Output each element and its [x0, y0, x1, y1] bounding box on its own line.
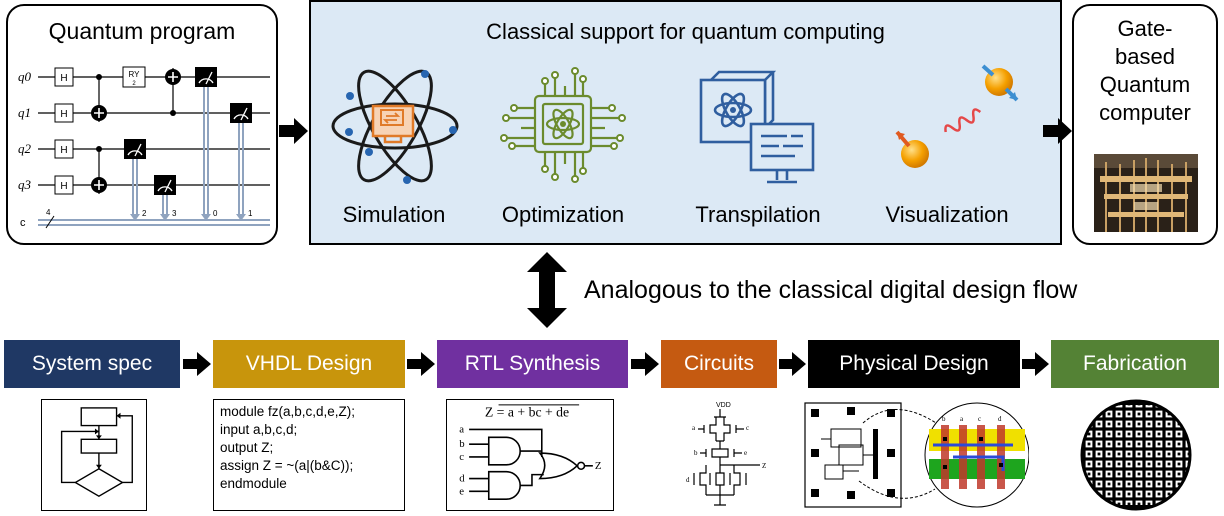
tool-label-visualization: Visualization: [885, 202, 1009, 227]
rtl-input-e: e: [459, 485, 464, 497]
simulation-atom-icon: [331, 69, 459, 184]
ry-gate-param: 2: [132, 81, 136, 87]
vhdl-code-line: output Z;: [220, 440, 274, 455]
qubit-label-q0: q0: [18, 69, 32, 84]
classical-support-title: Classical support for quantum computing: [486, 19, 885, 44]
quantum-computer-title-line2: based: [1115, 44, 1175, 69]
vhdl-code-box: module fz(a,b,c,d,e,Z); input a,b,c,d; o…: [213, 399, 405, 511]
rtl-input-a: a: [459, 423, 464, 435]
rtl-gate-schematic: Z = a + bc + de a b c d e Z: [446, 399, 614, 511]
stage-rtl-synthesis: RTL Synthesis: [437, 340, 628, 388]
qubit-label-q1: q1: [18, 105, 31, 120]
measure-target-0: 2: [142, 209, 147, 218]
h-gate-q0: H: [60, 73, 67, 84]
quantum-circuit: q0 q1 q2 q3 c 4 H H H H RY: [18, 66, 270, 229]
layout-label-d: d: [998, 415, 1002, 423]
measure-target-3: 1: [248, 209, 253, 218]
stage-physical-design: Physical Design: [808, 340, 1020, 388]
visualization-spin-icon: [895, 64, 1019, 168]
measure-target-2: 0: [213, 209, 218, 218]
transpilation-monitor-icon: [699, 70, 815, 184]
measure-target-1: 3: [172, 209, 177, 218]
stage-arrows: [183, 352, 1049, 376]
tool-label-simulation: Simulation: [342, 202, 446, 227]
vhdl-code-line: assign Z = ~(a|(b&C));: [220, 458, 354, 473]
circuit-vdd-label: VDD: [716, 402, 731, 409]
layout-label-a: a: [960, 415, 964, 423]
tool-label-optimization: Optimization: [501, 202, 625, 227]
quantum-computer-title: Gate- based Quantum computer: [1074, 15, 1216, 127]
stage-vhdl-design: VHDL Design: [213, 340, 405, 388]
h-gate-q3: H: [60, 181, 67, 192]
layout-label-c: c: [978, 415, 981, 423]
arrow-support-to-computer-icon: [1043, 118, 1072, 144]
stage-fabrication: Fabrication: [1051, 340, 1219, 388]
circuit-label-b: b: [694, 449, 698, 457]
transistor-schematic: VDD a c b e Z d: [676, 399, 772, 511]
vhdl-code-line: module fz(a,b,c,d,e,Z);: [220, 404, 356, 419]
circuit-label-a: a: [692, 424, 696, 432]
optimization-chip-icon: [500, 67, 626, 183]
stage-system-spec: System spec: [4, 340, 180, 388]
rtl-input-b: b: [459, 438, 464, 450]
fabrication-wafer: [1074, 399, 1198, 511]
analogy-label: Analogous to the classical digital desig…: [584, 276, 1078, 304]
quantum-computer-title-line3: Quantum: [1099, 72, 1191, 97]
classical-register-label: c: [20, 217, 26, 229]
layout-label-b: b: [942, 415, 946, 423]
quantum-computer-panel: Gate- based Quantum computer: [1072, 4, 1218, 245]
physical-layout: b a c d: [803, 399, 1029, 511]
rtl-output-z: Z: [595, 460, 602, 472]
rtl-input-c: c: [459, 451, 464, 463]
rtl-equation: Z = a + bc + de: [485, 405, 569, 420]
circuit-label-c: c: [746, 424, 749, 432]
quantum-computer-photo: [1094, 154, 1198, 232]
double-arrow-icon: [527, 252, 567, 328]
h-gate-q1: H: [60, 109, 67, 120]
quantum-program-title: Quantum program: [48, 18, 236, 44]
qubit-label-q2: q2: [18, 141, 32, 156]
h-gate-q2: H: [60, 145, 67, 156]
classical-support-panel: Classical support for quantum computing: [309, 0, 1062, 245]
ry-gate-label: RY: [129, 70, 141, 79]
circuit-label-d: d: [686, 476, 690, 484]
circuit-label-e: e: [744, 449, 747, 457]
quantum-computer-title-line1: Gate-: [1117, 16, 1173, 41]
quantum-program-panel: Quantum program q0 q1 q2 q3 c 4: [6, 4, 278, 245]
register-size-label: 4: [46, 208, 51, 217]
system-spec-flowchart: [41, 399, 147, 511]
circuit-label-z: Z: [762, 462, 766, 470]
stage-circuits: Circuits: [661, 340, 777, 388]
arrow-program-to-support-icon: [279, 118, 308, 144]
tool-label-transpilation: Transpilation: [695, 202, 821, 227]
vhdl-code-line: endmodule: [220, 476, 287, 491]
vhdl-code-line: input a,b,c,d;: [220, 422, 298, 437]
qubit-label-q3: q3: [18, 177, 32, 192]
quantum-computer-title-line4: computer: [1099, 100, 1191, 125]
rtl-input-d: d: [459, 473, 465, 485]
